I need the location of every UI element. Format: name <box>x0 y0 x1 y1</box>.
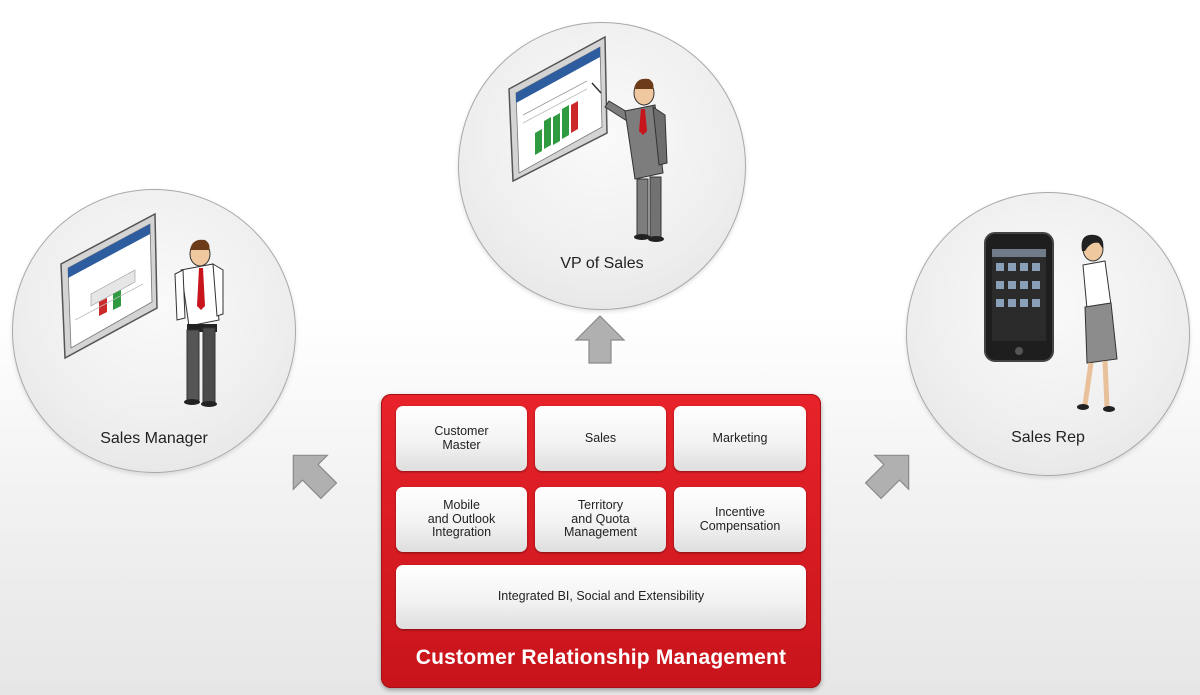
sales-rep-label: Sales Rep <box>1011 429 1085 446</box>
vp-of-sales-label: VP of Sales <box>560 255 644 272</box>
smartphone-icon <box>984 232 1054 362</box>
sales-manager-figure-icon <box>174 239 224 407</box>
module-integrated-bi: Integrated BI, Social and Extensibility <box>396 565 806 629</box>
module-marketing: Marketing <box>674 406 806 471</box>
sales-rep-figure-icon <box>1077 234 1118 412</box>
sales-rep-illustration <box>984 232 1118 412</box>
sales-manager-illustration <box>60 212 224 407</box>
module-mobile-outlook-integration: Mobile and Outlook Integration <box>396 487 527 552</box>
persona-vp-of-sales: VP of Sales <box>458 22 746 310</box>
arrow-up-right-icon <box>864 454 910 500</box>
crm-title: Customer Relationship Management <box>415 646 787 669</box>
persona-sales-rep: Sales Rep <box>906 192 1190 476</box>
arrow-up-left-icon <box>292 454 338 500</box>
wall-screen-icon <box>60 212 158 360</box>
wall-screen-icon <box>508 35 608 183</box>
sales-manager-label: Sales Manager <box>100 430 208 447</box>
module-incentive-compensation: Incentive Compensation <box>674 487 806 552</box>
vp-figure-icon <box>591 78 668 242</box>
module-territory-quota-management: Territory and Quota Management <box>535 487 666 552</box>
crm-module-panel: Customer Master Sales Marketing Mobile a… <box>381 394 821 688</box>
arrow-up-icon <box>574 315 626 364</box>
arrow-up-shape <box>574 315 626 364</box>
vp-presenting-illustration <box>508 35 668 242</box>
persona-sales-manager: Sales Manager <box>12 189 296 473</box>
module-sales: Sales <box>535 406 666 471</box>
module-customer-master: Customer Master <box>396 406 527 471</box>
